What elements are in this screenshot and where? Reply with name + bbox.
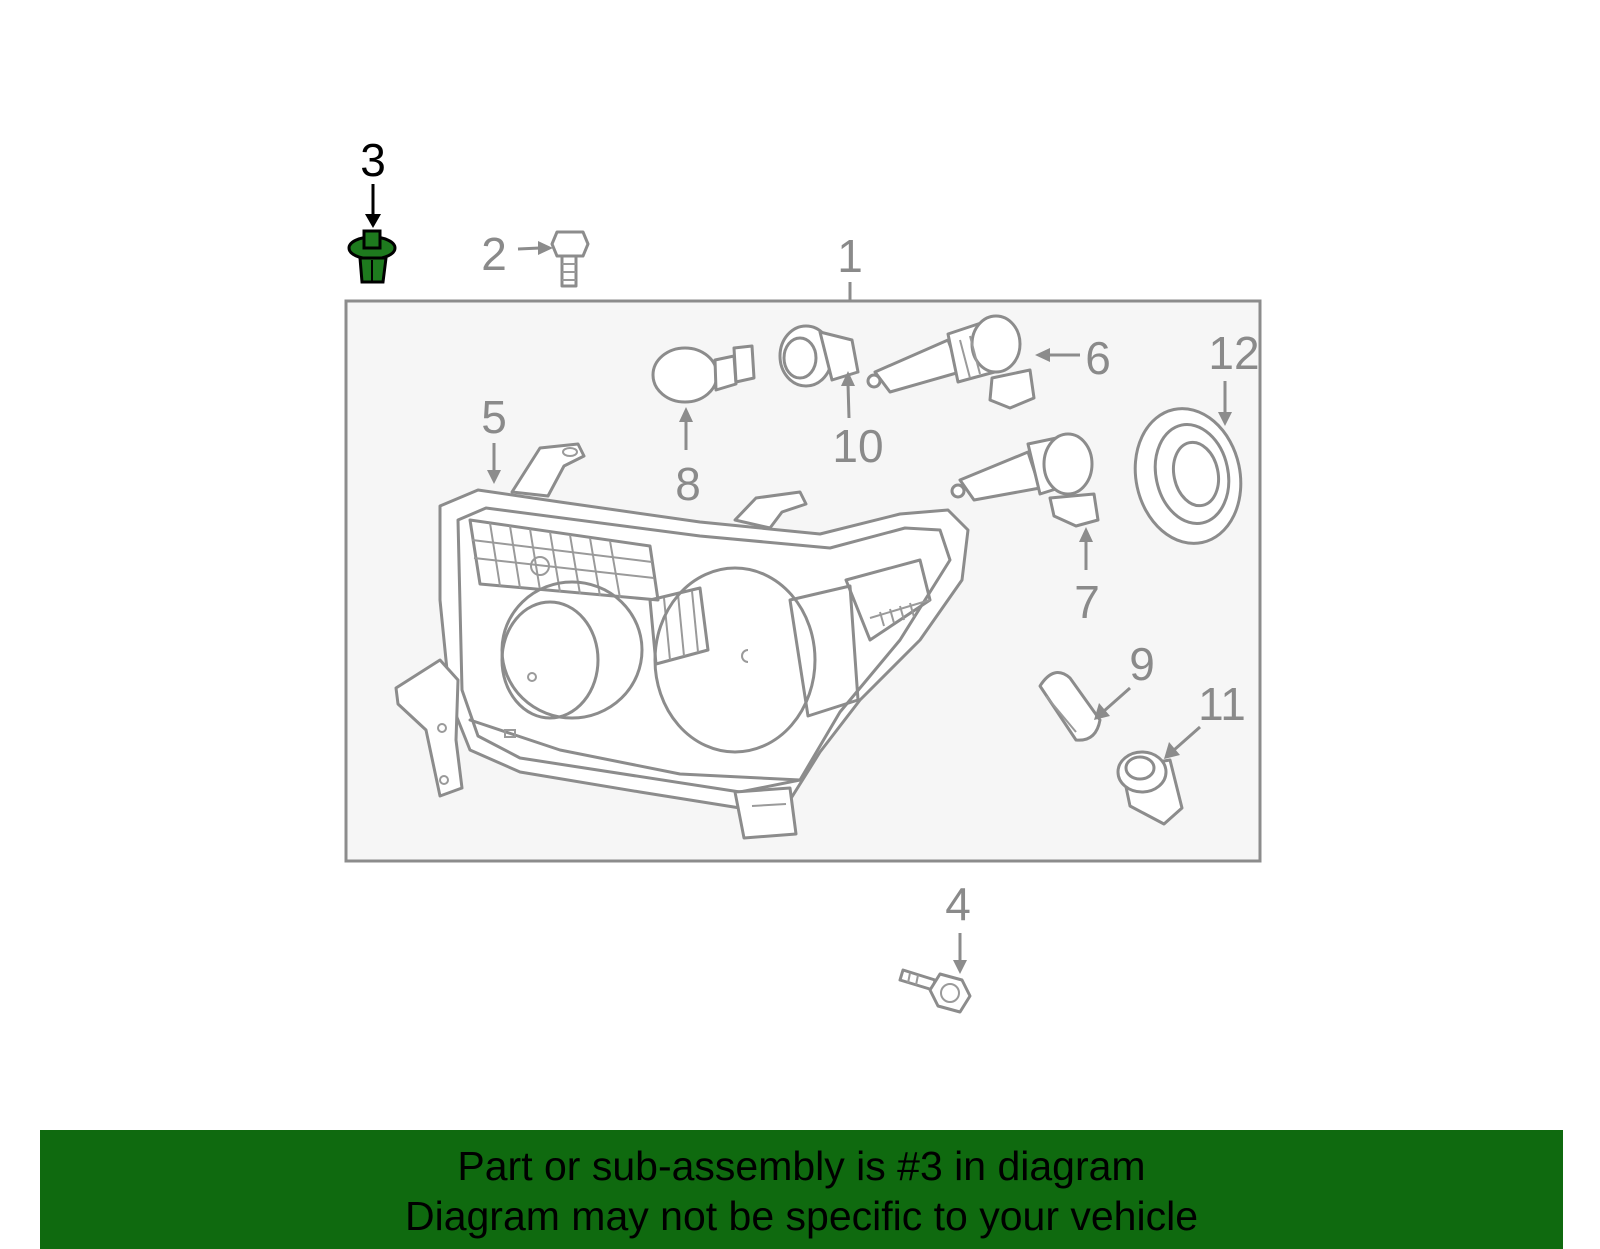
callout-1[interactable]: 1 bbox=[837, 230, 863, 282]
callout-3[interactable]: 3 bbox=[360, 134, 386, 186]
callout-8[interactable]: 8 bbox=[675, 458, 701, 510]
callout-6[interactable]: 6 bbox=[1085, 332, 1111, 384]
callout-10[interactable]: 10 bbox=[832, 420, 883, 472]
headlamp-housing bbox=[394, 442, 970, 840]
banner-disclaimer: Diagram may not be specific to your vehi… bbox=[404, 1193, 1198, 1239]
part-6-headlight-bulb bbox=[866, 314, 1036, 410]
callout-7[interactable]: 7 bbox=[1074, 576, 1100, 628]
banner-part-note: Part or sub-assembly is #3 in diagram bbox=[457, 1143, 1146, 1189]
leader-arrows bbox=[365, 184, 1232, 974]
part-7-headlight-bulb bbox=[950, 432, 1100, 528]
callout-9[interactable]: 9 bbox=[1129, 638, 1155, 690]
callout-labels: 3 2 1 5 8 10 6 12 7 9 11 4 bbox=[360, 134, 1259, 930]
info-banner: Part or sub-assembly is #3 in diagram Di… bbox=[40, 1130, 1563, 1249]
part-10-socket bbox=[778, 324, 860, 388]
part-8-bulb bbox=[651, 344, 756, 404]
callout-4[interactable]: 4 bbox=[945, 878, 971, 930]
reflector-grid bbox=[468, 518, 660, 602]
callout-2[interactable]: 2 bbox=[481, 228, 507, 280]
callout-12[interactable]: 12 bbox=[1208, 327, 1259, 379]
part-2-bolt bbox=[550, 230, 590, 288]
part-12-cap bbox=[1133, 407, 1243, 545]
part-11-socket bbox=[1116, 750, 1184, 826]
callout-5[interactable]: 5 bbox=[481, 391, 507, 443]
part-4-bolt bbox=[898, 968, 972, 1014]
callout-11[interactable]: 11 bbox=[1198, 678, 1246, 730]
part-9-bulb bbox=[1038, 671, 1102, 742]
part-3-clip-highlighted[interactable] bbox=[347, 229, 397, 284]
